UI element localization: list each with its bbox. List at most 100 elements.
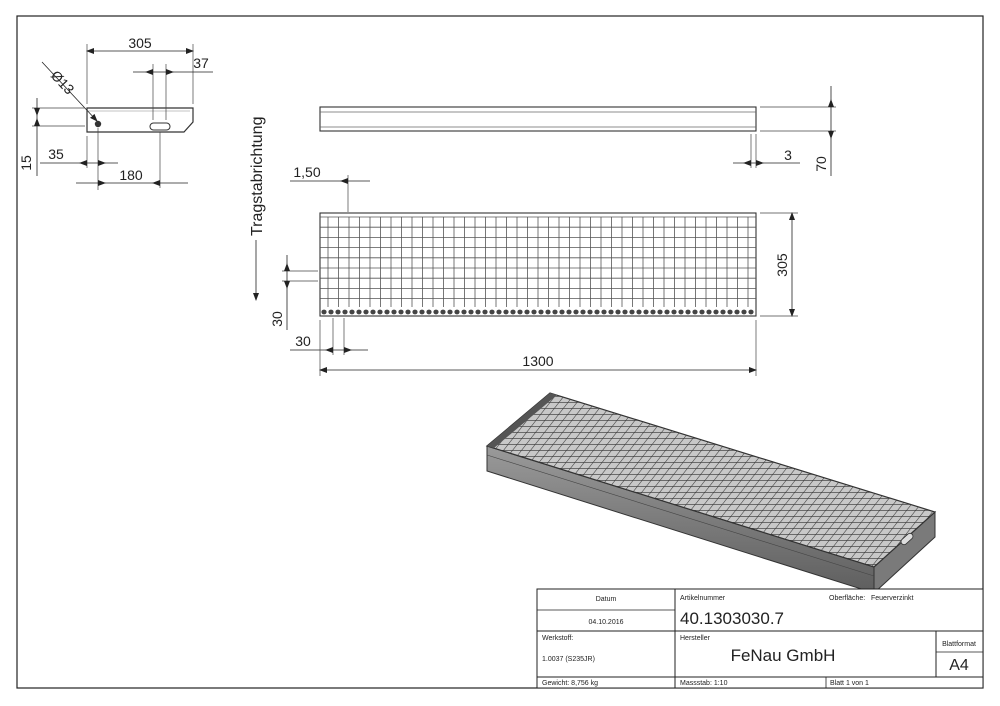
nosing-stud xyxy=(615,309,621,315)
dim-mesh-vertical: 30 xyxy=(269,311,285,327)
nosing-stud xyxy=(419,309,425,315)
bearing-bar-direction: Tragstabrichtung xyxy=(249,117,266,301)
nosing-stud xyxy=(713,309,719,315)
nosing-stud xyxy=(384,309,390,315)
surface-label: Oberfläche: xyxy=(829,595,865,602)
dim-tread-width: 305 xyxy=(774,253,790,277)
title-block: Datum 04.10.2016 Artikelnummer 40.130303… xyxy=(536,588,984,689)
nosing-stud xyxy=(412,309,418,315)
nosing-stud xyxy=(727,309,733,315)
nosing-stud xyxy=(426,309,432,315)
nosing-stud xyxy=(447,309,453,315)
nosing-stud xyxy=(335,309,341,315)
nosing-stud xyxy=(482,309,488,315)
nosing-stud xyxy=(433,309,439,315)
nosing-stud xyxy=(650,309,656,315)
nosing-stud xyxy=(629,309,635,315)
drawing-border xyxy=(16,15,984,689)
nosing-stud xyxy=(706,309,712,315)
nosing-stud xyxy=(748,309,754,315)
manufacturer-value: FeNau GmbH xyxy=(731,646,836,665)
nosing-stud xyxy=(720,309,726,315)
dim-slot-position: 180 xyxy=(119,167,143,183)
nosing-stud xyxy=(342,309,348,315)
nosing-stud xyxy=(734,309,740,315)
weight-value: Gewicht: 8,756 kg xyxy=(542,680,598,687)
nosing-stud xyxy=(496,309,502,315)
direction-label: Tragstabrichtung xyxy=(249,117,266,236)
side-view: 305 37 Ø13 15 35 180 xyxy=(18,35,213,190)
material-value: 1.0037 (S235JR) xyxy=(542,656,595,663)
nosing-stud xyxy=(454,309,460,315)
dim-frame-thickness: 3 xyxy=(784,147,792,163)
nosing-stud xyxy=(517,309,523,315)
article-value: 40.1303030.7 xyxy=(680,609,784,628)
nosing-stud xyxy=(524,309,530,315)
nosing-stud xyxy=(398,309,404,315)
nosing-stud xyxy=(594,309,600,315)
grating-outline xyxy=(319,212,757,317)
nosing-stud xyxy=(503,309,509,315)
dim-hole-offset: 35 xyxy=(48,146,64,162)
side-profile xyxy=(86,107,194,133)
nosing-stud xyxy=(489,309,495,315)
front-elevation: 70 3 xyxy=(319,86,836,176)
nosing-stud xyxy=(328,309,334,315)
dim-bar-thickness: 1,50 xyxy=(293,164,320,180)
nosing-stud xyxy=(377,309,383,315)
nosing-stud xyxy=(580,309,586,315)
nosing-stud xyxy=(566,309,572,315)
nosing-stud xyxy=(573,309,579,315)
article-label: Artikelnummer xyxy=(680,595,726,602)
dim-slot-offset: 37 xyxy=(193,55,209,71)
nosing-stud xyxy=(461,309,467,315)
nosing-stud xyxy=(321,309,327,315)
nosing-stud xyxy=(587,309,593,315)
format-value: A4 xyxy=(949,657,969,674)
nosing-stud xyxy=(636,309,642,315)
nosing-stud xyxy=(405,309,411,315)
nosing-stud xyxy=(363,309,369,315)
nosing-stud xyxy=(692,309,698,315)
nosing-stud xyxy=(468,309,474,315)
nosing-stud xyxy=(622,309,628,315)
dim-tread-length: 1300 xyxy=(522,353,553,369)
dim-side-width: 305 xyxy=(128,35,152,51)
nosing-stud xyxy=(370,309,376,315)
anti-slip-nosing xyxy=(321,309,754,315)
plan-view: 1,50 30 30 305 1300 xyxy=(269,164,798,376)
nosing-stud xyxy=(664,309,670,315)
nosing-stud xyxy=(510,309,516,315)
nosing-stud xyxy=(531,309,537,315)
manufacturer-label: Hersteller xyxy=(680,635,711,642)
nosing-stud xyxy=(643,309,649,315)
slot-hole xyxy=(149,122,171,131)
grating-mesh xyxy=(320,216,756,307)
nosing-stud xyxy=(559,309,565,315)
nosing-stud xyxy=(440,309,446,315)
scale-value: Massstab: 1:10 xyxy=(680,680,728,687)
nosing-stud xyxy=(608,309,614,315)
surface-value: Feuerverzinkt xyxy=(871,595,913,602)
sheet-value: Blatt 1 von 1 xyxy=(830,680,869,687)
nosing-stud xyxy=(685,309,691,315)
format-label: Blattformat xyxy=(942,641,976,648)
nosing-stud xyxy=(349,309,355,315)
nosing-stud xyxy=(657,309,663,315)
dim-hole-diameter: Ø13 xyxy=(48,67,78,97)
material-label: Werkstoff: xyxy=(542,635,573,642)
dim-height: 70 xyxy=(813,156,829,172)
nosing-stud xyxy=(391,309,397,315)
nosing-stud xyxy=(678,309,684,315)
date-value: 04.10.2016 xyxy=(588,619,623,626)
isometric-view xyxy=(485,392,937,595)
nosing-stud xyxy=(538,309,544,315)
nosing-stud xyxy=(671,309,677,315)
nosing-stud xyxy=(741,309,747,315)
dim-mesh-horizontal: 30 xyxy=(295,333,311,349)
nosing-stud xyxy=(545,309,551,315)
nosing-stud xyxy=(601,309,607,315)
nosing-stud xyxy=(356,309,362,315)
date-label: Datum xyxy=(596,596,617,603)
